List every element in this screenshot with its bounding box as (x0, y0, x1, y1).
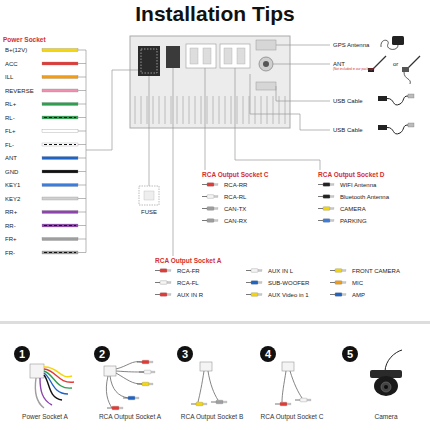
port-label: AMP (352, 292, 365, 298)
port-label: PARKING (340, 218, 367, 224)
section-heading: RCA Output Socket D (318, 172, 385, 179)
fuse-label: FUSE (141, 209, 157, 215)
leader-lines (173, 45, 330, 256)
power-wires (42, 49, 78, 255)
callout-circle: 4 (260, 346, 276, 362)
wire-label: FR- (5, 250, 15, 256)
wire-label: KEY2 (5, 196, 20, 202)
section-heading: RCA Output Socket C (202, 172, 269, 179)
or-label: or (393, 61, 398, 67)
wire-label: ILL (5, 74, 13, 80)
callout-circle: 3 (177, 346, 193, 362)
rca-plug-icons (155, 183, 346, 297)
camera-illustration (370, 350, 402, 396)
wire-bracket (78, 50, 138, 253)
port-label: FRONT CAMERA (352, 268, 400, 274)
wire-label: RR+ (5, 209, 17, 215)
port-label: CAN-TX (224, 206, 246, 212)
wire-label: ANT (5, 155, 17, 161)
port-label: AUX IN R (177, 292, 203, 298)
callout-circle: 1 (14, 346, 30, 362)
port-label: ANT (333, 61, 345, 67)
callout-number: 4 (265, 349, 271, 360)
wire-stripes (44, 118, 76, 253)
port-label: RCA-FL (177, 280, 199, 286)
port-label: GPS Antenna (333, 42, 369, 48)
callout-circle: 5 (342, 346, 358, 362)
port-label: RCA-FR (177, 268, 200, 274)
port-label: USB Cable (333, 98, 363, 104)
usb-cable-icon (378, 123, 414, 134)
callout-number: 2 (99, 349, 105, 360)
section-heading: RCA Output Socket A (155, 258, 221, 265)
wire-label: RL+ (5, 101, 16, 107)
wire-label: RL- (5, 115, 15, 121)
port-label: RCA-RL (224, 194, 246, 200)
rca-socket-a-illustration (104, 360, 155, 410)
wire-label: REVERSE (5, 88, 34, 94)
part-caption: RCA Output Socket C (261, 414, 324, 421)
port-label: USB Cable (333, 127, 363, 133)
port-label: AUX IN L (268, 268, 293, 274)
port-label: Bluetooth Antenna (340, 194, 389, 200)
separator-band (0, 321, 430, 324)
port-label: CAN-RX (224, 218, 247, 224)
port-label: SUB-WOOFER (268, 280, 309, 286)
part-caption: RCA Output Socket B (181, 414, 244, 421)
section-heading: Power Socket (3, 37, 46, 44)
wire-label: B+(12V) (5, 47, 27, 53)
fuse-symbol (139, 76, 159, 205)
wire-label: FL+ (5, 128, 16, 134)
rca-socket-b-illustration (191, 362, 227, 406)
wire-label: ACC (5, 61, 18, 67)
wire-label: FL- (5, 142, 14, 148)
port-label: WIFI Antenna (340, 182, 376, 188)
callout-number: 5 (347, 349, 353, 360)
wire-label: RR- (5, 223, 16, 229)
wire-label: KEY1 (5, 182, 20, 188)
wire-label: FR+ (5, 236, 17, 242)
package-note: (Not included in our package) (333, 68, 375, 71)
radio-antenna-icon (368, 56, 420, 84)
power-socket-illustration (30, 364, 74, 408)
part-caption: Power Socket A (22, 414, 68, 421)
diagram-title: Installation Tips (0, 3, 430, 24)
port-label: RCA-RR (224, 182, 247, 188)
part-caption: RCA Output Socket A (99, 414, 161, 421)
port-label: MIC (352, 280, 363, 286)
callout-circle: 2 (94, 346, 110, 362)
part-caption: Camera (374, 414, 397, 421)
rca-socket-c-illustration (275, 362, 311, 406)
callout-number: 1 (19, 349, 25, 360)
callout-number: 3 (182, 349, 188, 360)
port-label: AUX Video in 1 (268, 292, 309, 298)
wire-label: GND (5, 169, 18, 175)
usb-cable-icon (378, 94, 414, 105)
gps-antenna-icon (381, 36, 404, 49)
port-label: CAMERA (340, 206, 366, 212)
